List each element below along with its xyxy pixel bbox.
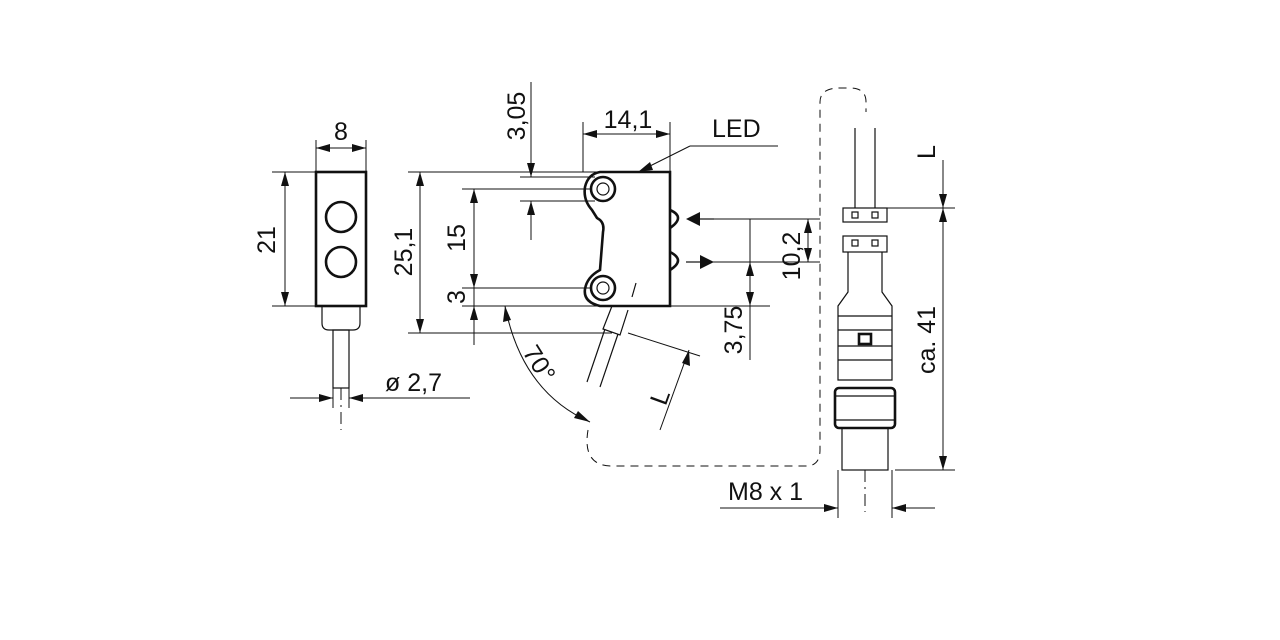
front-view: 8 21 ø 2,7 bbox=[253, 118, 470, 430]
overall-height-label: 25,1 bbox=[390, 228, 418, 277]
hole-bottom-label: 3 bbox=[443, 290, 471, 304]
optic-emitter bbox=[669, 208, 680, 230]
side-cable-a bbox=[586, 328, 606, 383]
optic-offset-label: 3,75 bbox=[720, 306, 748, 355]
connector-view: L ca. 41 M8 x 1 bbox=[720, 128, 955, 518]
side-cable-b bbox=[599, 333, 619, 388]
clip-top bbox=[842, 207, 888, 223]
front-width-label: 8 bbox=[334, 118, 348, 146]
cable-angle-label: 70° bbox=[517, 340, 561, 387]
connector-thread bbox=[841, 427, 889, 471]
cable-length-top-label: L bbox=[913, 145, 941, 159]
side-view: 14,1 LED 3,05 25,1 15 3 bbox=[390, 82, 820, 431]
cable-length-side-label: L bbox=[645, 386, 676, 409]
connector-nut bbox=[833, 386, 897, 430]
hole-offset-label: 3,05 bbox=[503, 92, 531, 141]
front-optic-top bbox=[324, 200, 358, 234]
option-boundary bbox=[586, 87, 867, 467]
front-optic-bottom bbox=[324, 245, 358, 279]
front-housing bbox=[314, 170, 368, 308]
thread-label: M8 x 1 bbox=[728, 478, 803, 506]
optic-receiver bbox=[669, 250, 680, 272]
front-cable bbox=[332, 329, 350, 389]
front-height-label: 21 bbox=[253, 226, 281, 254]
side-housing bbox=[583, 170, 672, 308]
hole-spacing-label: 15 bbox=[443, 224, 471, 252]
mount-hole-top bbox=[589, 175, 617, 203]
clip-bottom bbox=[842, 235, 888, 253]
front-cable-gland bbox=[321, 306, 361, 331]
connector-length-label: ca. 41 bbox=[913, 306, 941, 374]
led-label: LED bbox=[712, 115, 761, 143]
optic-spacing-label: 10,2 bbox=[778, 232, 806, 281]
cable-diameter-label: ø 2,7 bbox=[385, 369, 442, 397]
mount-hole-bottom bbox=[589, 274, 617, 302]
side-cable-gland bbox=[602, 305, 629, 336]
body-width-label: 14,1 bbox=[604, 106, 653, 134]
